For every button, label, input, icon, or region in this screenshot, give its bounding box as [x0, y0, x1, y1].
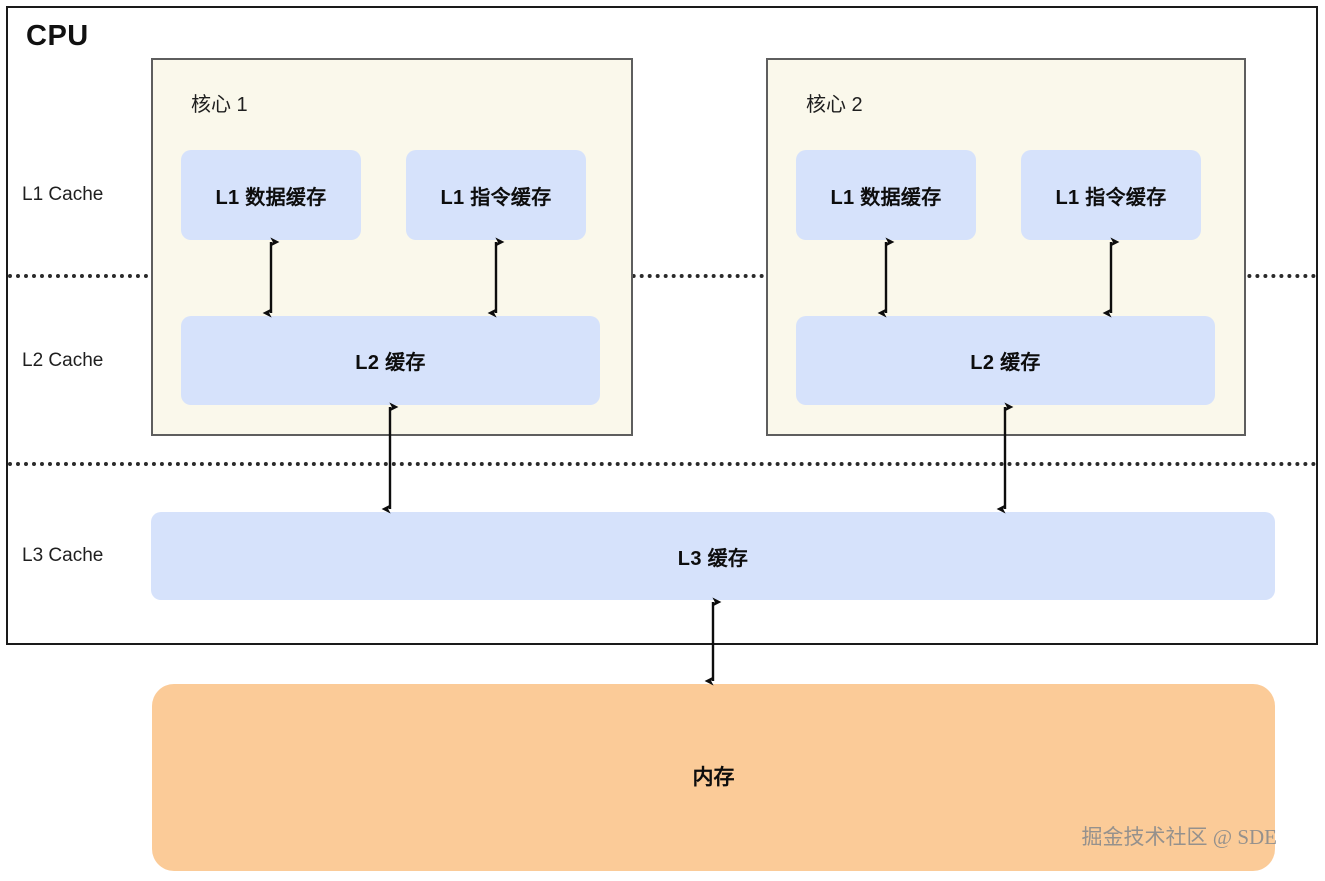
core-2-l1-instruction-cache: L1 指令缓存 [1021, 150, 1201, 240]
tier-label-l3-cache: L3 Cache [22, 545, 104, 566]
memory-label: 内存 [692, 765, 735, 789]
core-1-title: 核心 1 [191, 94, 248, 116]
tier-label-l2-cache: L2 Cache [22, 350, 104, 371]
tier-separator-l2-l3 [8, 462, 1317, 466]
tier-label-l1-cache: L1 Cache [22, 184, 104, 205]
tier-separator-l1-l2 [8, 274, 1317, 278]
l3-cache-box: L3 缓存 [151, 512, 1275, 600]
core-1-l2-cache: L2 缓存 [181, 316, 600, 405]
core-1-l1-data-cache: L1 数据缓存 [181, 150, 361, 240]
core-2-title: 核心 2 [806, 94, 863, 116]
memory-box: 内存 [152, 684, 1275, 871]
core-2-l2-cache: L2 缓存 [796, 316, 1215, 405]
cpu-title: CPU [26, 20, 89, 52]
core-1-l1-instruction-cache: L1 指令缓存 [406, 150, 586, 240]
core-2-l1-data-cache: L1 数据缓存 [796, 150, 976, 240]
